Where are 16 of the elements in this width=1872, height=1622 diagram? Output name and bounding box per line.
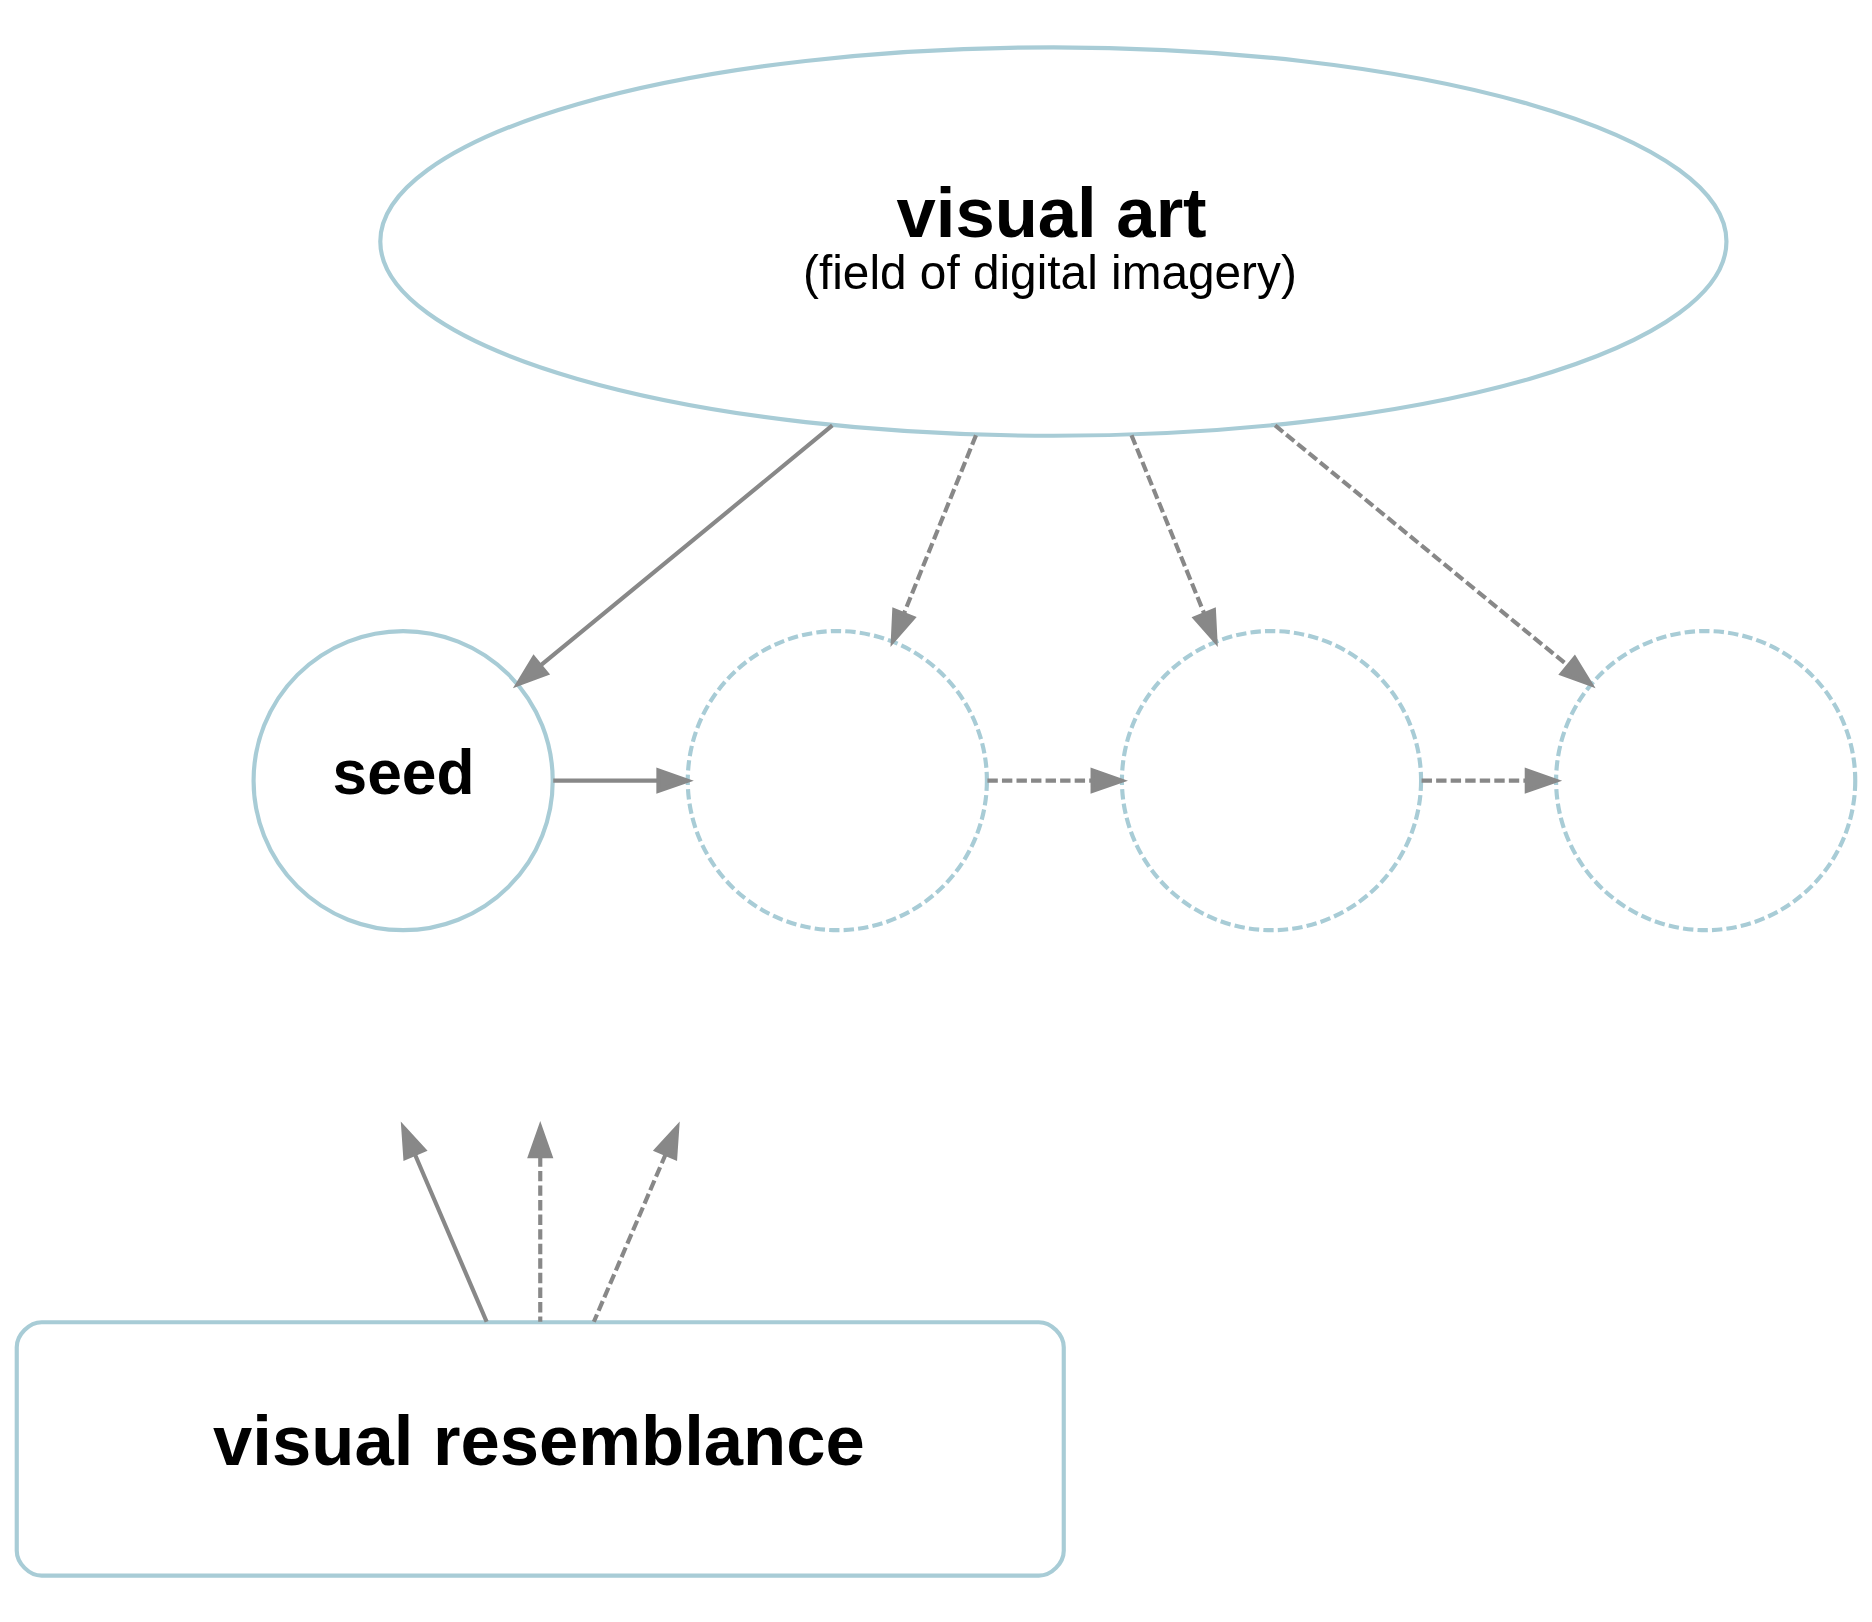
node-ellipse: visual art (field of digital imagery)	[378, 44, 1729, 438]
arrow	[400, 1120, 489, 1323]
arrow	[1421, 767, 1563, 794]
node-box: visual resemblance	[14, 1319, 1066, 1578]
node-circle	[1554, 628, 1858, 932]
arrow	[1273, 423, 1596, 688]
arrow	[512, 423, 834, 688]
arrow	[553, 767, 694, 794]
node-circle	[685, 628, 989, 932]
arrow	[890, 433, 978, 647]
arrow	[1129, 433, 1218, 647]
arrow	[987, 767, 1128, 794]
node-circle: seed	[251, 628, 555, 932]
arrow	[527, 1120, 554, 1322]
arrow	[591, 1120, 680, 1323]
node-circle	[1119, 628, 1424, 932]
